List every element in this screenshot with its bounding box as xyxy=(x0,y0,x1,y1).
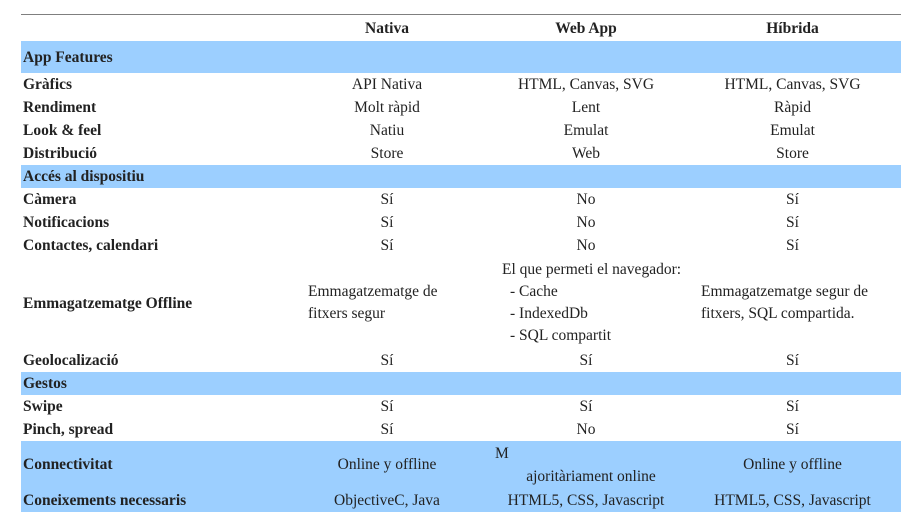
cell-nativa: ObjectiveC, Java xyxy=(334,491,440,509)
cell-webapp: HTML, Canvas, SVG xyxy=(517,76,655,93)
cell-line: - Cache xyxy=(510,283,558,300)
cell-line: fitxers segur xyxy=(308,305,386,322)
table-row: Càmera Sí No Sí xyxy=(21,188,901,211)
cell-hibrida: Store xyxy=(776,145,809,162)
cell-nativa: Sí xyxy=(380,421,394,438)
header-hibrida: Híbrida xyxy=(766,19,819,37)
cell-hibrida: HTML5, CSS, Javascript xyxy=(714,491,871,509)
row-label: Rendiment xyxy=(23,99,97,116)
cell-nativa: Sí xyxy=(380,237,394,254)
cell-nativa: Molt ràpid xyxy=(354,99,420,116)
cell-webapp: Web xyxy=(571,145,601,162)
cell-hibrida: Sí xyxy=(786,191,799,208)
cell-line: fitxers, SQL compartida. xyxy=(701,305,855,322)
row-label: Càmera xyxy=(23,191,77,208)
cell-hibrida: Online y offline xyxy=(743,456,842,473)
row-label: Distribució xyxy=(23,145,98,162)
cell-nativa: Emmagatzematge de fitxers segur xyxy=(286,281,488,325)
cell-webapp: Sí xyxy=(579,398,593,415)
cell-line: El que permeti el navegador: xyxy=(502,261,682,278)
cell-webapp: Lent xyxy=(571,99,601,116)
table-row: Geolocalizació Sí Sí Sí xyxy=(21,349,901,372)
cell-nativa: Sí xyxy=(380,191,394,208)
cell-hibrida: HTML, Canvas, SVG xyxy=(724,76,861,93)
section-device-access: Accés al dispositiu xyxy=(21,165,901,188)
cell-webapp: No xyxy=(576,214,596,231)
comparison-table: Nativa Web App Híbrida App Features Gràf… xyxy=(21,14,901,512)
row-label: Gràfics xyxy=(23,76,73,93)
cell-webapp: El que permeti el navegador: - Cache - I… xyxy=(488,259,684,347)
bottom-band: Connectivitat Online y offline M ajorità… xyxy=(21,441,901,512)
header-row: Nativa Web App Híbrida xyxy=(21,15,901,41)
table-row: Gràfics API Nativa HTML, Canvas, SVG HTM… xyxy=(21,73,901,96)
row-label: Pinch, spread xyxy=(23,421,114,438)
table-row: Distribució Store Web Store xyxy=(21,142,901,165)
table-row-offline: Emmagatzematge Offline Emmagatzematge de… xyxy=(21,257,901,349)
cell-dropcap: M xyxy=(495,445,509,462)
cell-webapp: No xyxy=(576,421,596,438)
cell-hibrida: Emmagatzematge segur de fitxers, SQL com… xyxy=(684,281,901,325)
row-label: Coneixements necessaris xyxy=(23,491,187,509)
section-title: Gestos xyxy=(23,375,67,392)
header-nativa: Nativa xyxy=(365,19,409,37)
table-row: Pinch, spread Sí No Sí xyxy=(21,418,901,441)
section-title: App Features xyxy=(23,48,113,66)
row-label: Connectivitat xyxy=(23,456,113,473)
row-label: Emmagatzematge Offline xyxy=(23,294,193,312)
section-title: Accés al dispositiu xyxy=(23,168,145,185)
row-label: Contactes, calendari xyxy=(23,237,159,254)
row-label: Notificacions xyxy=(23,214,110,231)
cell-hibrida: Ràpid xyxy=(773,99,812,116)
cell-line: Emmagatzematge segur de xyxy=(701,283,868,300)
row-label: Swipe xyxy=(23,398,63,415)
section-app-features: App Features xyxy=(21,41,901,73)
table-row: Look & feel Natiu Emulat Emulat xyxy=(21,119,901,142)
cell-nativa: Store xyxy=(370,145,404,162)
cell-webapp: HTML5, CSS, Javascript xyxy=(507,491,665,509)
cell-nativa: Sí xyxy=(380,398,394,415)
cell-line: ajoritàriament online xyxy=(526,468,656,485)
cell-line: - IndexedDb xyxy=(510,305,588,322)
cell-line: Emmagatzematge de xyxy=(308,283,438,300)
cell-nativa: API Nativa xyxy=(351,76,423,93)
header-webapp: Web App xyxy=(555,19,617,37)
cell-webapp: M ajoritàriament online xyxy=(488,441,684,488)
table-row-connectivitat: Connectivitat Online y offline M ajorità… xyxy=(21,441,901,488)
cell-webapp: No xyxy=(576,191,596,208)
row-label: Look & feel xyxy=(23,122,102,139)
table-row: Contactes, calendari Sí No Sí xyxy=(21,234,901,257)
cell-webapp: Emulat xyxy=(563,122,609,139)
cell-hibrida: Sí xyxy=(786,214,799,231)
row-label: Geolocalizació xyxy=(23,352,119,369)
cell-nativa: Sí xyxy=(380,352,394,369)
table-row-coneixements: Coneixements necessaris ObjectiveC, Java… xyxy=(21,488,901,512)
table-row: Notificacions Sí No Sí xyxy=(21,211,901,234)
cell-hibrida: Sí xyxy=(786,352,799,369)
cell-hibrida: Emulat xyxy=(770,122,815,139)
cell-hibrida: Sí xyxy=(786,237,799,254)
cell-nativa: Sí xyxy=(380,214,394,231)
cell-webapp: Sí xyxy=(579,352,593,369)
cell-line: - SQL compartit xyxy=(510,327,612,344)
table-row: Rendiment Molt ràpid Lent Ràpid xyxy=(21,96,901,119)
cell-nativa: Online y offline xyxy=(337,456,437,473)
table-row: Swipe Sí Sí Sí xyxy=(21,395,901,418)
section-gestures: Gestos xyxy=(21,372,901,395)
cell-hibrida: Sí xyxy=(786,398,799,415)
cell-webapp: No xyxy=(576,237,596,254)
cell-nativa: Natiu xyxy=(369,122,405,139)
cell-hibrida: Sí xyxy=(786,421,799,438)
